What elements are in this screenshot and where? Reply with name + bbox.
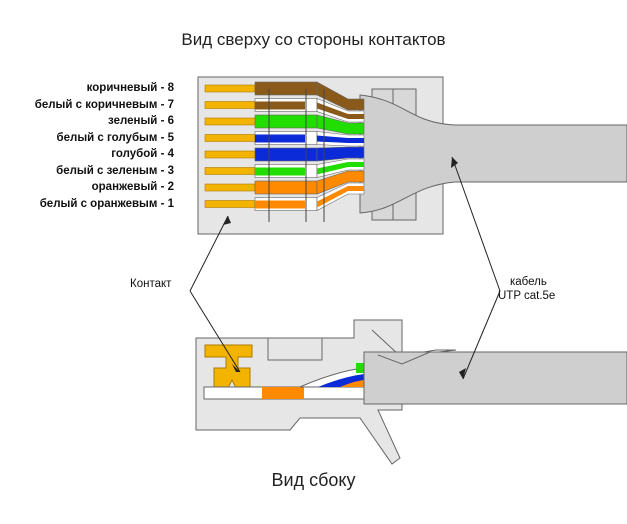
- wire-side-orange: [262, 387, 304, 399]
- pin-contact-gold: [204, 150, 256, 159]
- pin-wire-straight: [254, 180, 318, 195]
- cable-side-fold: [377, 351, 431, 365]
- pin-label: коричневый - 8: [86, 82, 174, 94]
- contact-label: Контакт: [130, 278, 172, 290]
- pin-wire-angled-stripe: [317, 135, 364, 143]
- pin-wire-stripe: [255, 167, 305, 176]
- side-view: [195, 319, 627, 465]
- pin-label: белый с коричневым - 7: [34, 98, 174, 111]
- pin-contact-gold: [204, 134, 256, 142]
- pin-wire-angled-stripe: [317, 162, 364, 175]
- cable-side: [363, 351, 627, 405]
- wires-top: [204, 81, 365, 211]
- side-view-title: Вид сбоку: [271, 470, 356, 490]
- cable-callout-line-side: [462, 290, 501, 380]
- pin-contact-gold: [204, 200, 256, 208]
- pin-contact-gold: [204, 167, 256, 175]
- cable-arrow-top: [451, 157, 458, 168]
- pin-wire-straight: [254, 81, 318, 96]
- pin-label: оранжевый - 2: [91, 181, 174, 193]
- pin-label: голубой - 4: [111, 148, 174, 160]
- pin-wire-stripe: [255, 101, 305, 110]
- pin-label: белый с зеленым - 3: [56, 164, 174, 177]
- pin-contact-gold: [204, 101, 256, 109]
- pin-wire-angled-stripe: [317, 102, 364, 119]
- cable-top: [359, 94, 627, 214]
- pin-wire-angled: [316, 146, 365, 162]
- callouts: [189, 156, 501, 380]
- cable-label-line1: кабель: [510, 276, 547, 288]
- contact-callout-line-top: [189, 215, 229, 292]
- pin-wire-straight: [254, 114, 318, 129]
- gold-contact-side: [204, 344, 253, 393]
- pin-label: белый с голубым - 5: [56, 131, 174, 144]
- pin-wire-angled: [316, 81, 365, 111]
- pin-wire-stripe: [255, 134, 305, 143]
- wire-side-green: [356, 363, 364, 373]
- pin-label: белый с оранжевым - 1: [39, 197, 174, 210]
- cable-label-line2: UTP cat.5e: [498, 290, 556, 302]
- cable-callout-line-top: [451, 156, 501, 292]
- pin-wire-stripe: [255, 200, 305, 209]
- pin-contact-gold: [204, 183, 256, 192]
- pin-wire-straight: [254, 147, 318, 162]
- top-view-title: Вид сверху со стороны контактов: [181, 30, 446, 49]
- pin-wire-angled: [316, 114, 365, 135]
- pin-contact-gold: [204, 117, 256, 126]
- pin-wire-angled-stripe: [317, 186, 364, 208]
- pin-wire-angled: [316, 170, 365, 195]
- contact-arrow-side: [232, 364, 240, 372]
- cable-arrow-side: [459, 368, 466, 379]
- top-view: [197, 76, 627, 235]
- wire-side-fan-3: [340, 380, 364, 387]
- pin-label: зеленый - 6: [108, 115, 174, 127]
- pin-contact-gold: [204, 84, 256, 93]
- side-notch: [267, 337, 323, 361]
- contact-arrow-top: [223, 216, 231, 225]
- contact-callout-line-side: [189, 290, 241, 373]
